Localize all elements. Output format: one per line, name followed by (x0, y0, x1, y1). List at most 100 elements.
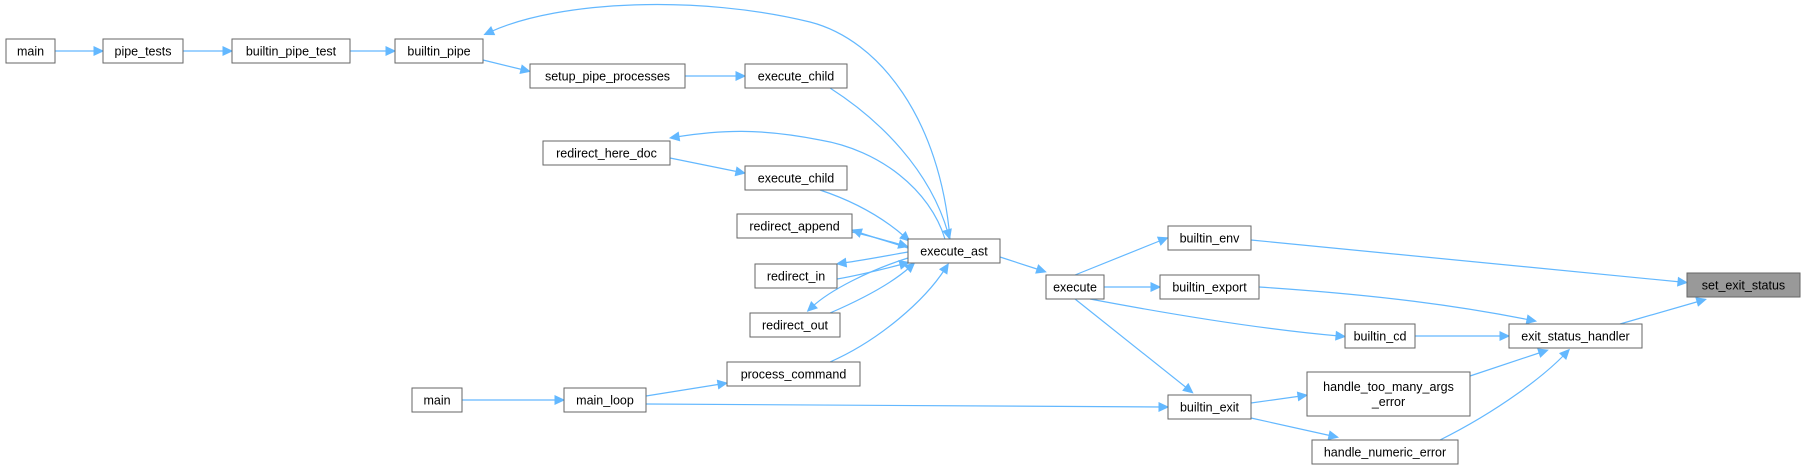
nodes-layer: main pipe_tests builtin_pipe_test builtin_p… (5, 38, 1801, 465)
node-label: builtin_pipe_test (246, 45, 337, 59)
edge-line (829, 87, 949, 234)
node-builtin-pipe[interactable]: builtin_pipe (394, 38, 484, 64)
edge-builtin_exit-to-handle_numeric_error (1250, 417, 1340, 441)
node-label: execute (1053, 281, 1097, 295)
edge-line (811, 257, 909, 308)
node-box (394, 38, 484, 64)
node-box (102, 38, 184, 64)
node-main-loop[interactable]: main_loop (563, 387, 647, 413)
node-process-command[interactable]: process_command (726, 361, 861, 387)
node-execute-ast[interactable]: execute_ast (907, 238, 1001, 264)
edges-layer (55, 3, 1707, 441)
edge-builtin_pipe-to-setup_pipe_processes (482, 59, 531, 75)
edge-line (829, 268, 946, 363)
edge-arrowhead (1327, 430, 1340, 441)
node-redirect-out[interactable]: redirect_out (749, 312, 841, 338)
edge-main_loop-to-process_command (645, 379, 729, 397)
node-box (749, 312, 841, 338)
node-redirect-append[interactable]: redirect_append (736, 213, 853, 239)
edge-line (669, 157, 740, 173)
edge-builtin_exit-to-handle_too_many_args_error (1250, 391, 1309, 404)
edge-line (819, 189, 906, 238)
node-box (754, 263, 838, 289)
node-box (411, 387, 463, 413)
node-box (1311, 439, 1459, 465)
edge-builtin_cd-to-exit_status_handler (1415, 331, 1511, 341)
node-main1[interactable]: main (5, 38, 56, 64)
node-setup-pipe-processes[interactable]: setup_pipe_processes (529, 63, 686, 89)
node-builtin-env[interactable]: builtin_env (1167, 225, 1252, 251)
edge-main1-to-pipe_tests (55, 46, 105, 56)
edge-arrowhead (1035, 264, 1047, 274)
node-label: builtin_cd (1354, 330, 1407, 344)
edge-line (1074, 239, 1163, 276)
edge-arrowhead (806, 300, 818, 312)
edge-arrowhead (519, 64, 531, 75)
edge-arrowhead (716, 379, 729, 390)
node-handle-too-many-args-error[interactable]: handle_too_many_args_error (1306, 371, 1471, 417)
node-label: redirect_here_doc (556, 147, 657, 161)
node-box (1344, 323, 1416, 349)
node-label: main (17, 45, 44, 59)
node-main2[interactable]: main (411, 387, 463, 413)
node-label: builtin_env (1180, 232, 1241, 246)
node-label: process_command (741, 368, 847, 382)
edge-line (489, 3, 951, 240)
edge-line (645, 403, 1163, 408)
node-execute[interactable]: execute (1045, 274, 1105, 300)
node-box (1167, 394, 1252, 420)
edge-line (645, 383, 722, 397)
node-box (736, 213, 853, 239)
edge-execute_ast-to-redirect_out (806, 257, 909, 312)
node-builtin-export[interactable]: builtin_export (1159, 274, 1260, 300)
edge-arrowhead (385, 46, 397, 56)
node-box (744, 165, 848, 191)
node-box (231, 38, 351, 64)
node-box (529, 63, 686, 89)
node-box (1508, 323, 1643, 349)
node-box (907, 238, 1001, 264)
node-label: execute_child (758, 70, 834, 84)
edge-arrowhead (93, 46, 105, 56)
node-builtin-pipe-test[interactable]: builtin_pipe_test (231, 38, 351, 64)
node-box (1167, 225, 1252, 251)
edge-arrowhead (222, 46, 234, 56)
node-execute-child2[interactable]: execute_child (744, 165, 848, 191)
node-label: exit_status_handler (1521, 330, 1629, 344)
edge-line (1250, 395, 1302, 404)
node-execute-child1[interactable]: execute_child (744, 63, 848, 89)
edge-line (1250, 239, 1682, 283)
node-label: builtin_pipe (407, 45, 470, 59)
edge-arrowhead (1499, 331, 1511, 341)
node-box (744, 63, 848, 89)
node-builtin-exit[interactable]: builtin_exit (1167, 394, 1252, 420)
node-label: handle_numeric_error (1324, 446, 1446, 460)
edge-execute-to-builtin_export (1104, 282, 1162, 292)
edge-arrowhead (668, 131, 681, 142)
edge-line (1469, 351, 1543, 377)
node-builtin-cd[interactable]: builtin_cd (1344, 323, 1416, 349)
node-box (542, 140, 671, 166)
edge-arrowhead (554, 395, 566, 405)
edge-pipe_tests-to-builtin_pipe_test (183, 46, 234, 56)
node-redirect-here-doc[interactable]: redirect_here_doc (542, 140, 671, 166)
node-label: set_exit_status (1702, 279, 1785, 293)
edge-arrowhead (735, 71, 747, 81)
node-label: setup_pipe_processes (545, 70, 670, 84)
node-label: redirect_in (767, 270, 825, 284)
edge-line (999, 256, 1041, 271)
node-box (1306, 371, 1471, 417)
node-pipe-tests[interactable]: pipe_tests (102, 38, 184, 64)
edge-line (829, 266, 911, 314)
node-redirect-in[interactable]: redirect_in (754, 263, 838, 289)
node-handle-numeric-error[interactable]: handle_numeric_error (1311, 439, 1459, 465)
edge-execute-to-builtin_env (1074, 236, 1169, 276)
node-set-exit-status[interactable]: set_exit_status (1686, 272, 1801, 298)
edge-arrowhead (1150, 282, 1162, 292)
edge-redirect_out-to-execute_ast (829, 262, 916, 314)
edge-line (1619, 300, 1701, 325)
node-exit-status-handler[interactable]: exit_status_handler (1508, 323, 1643, 349)
edge-setup_pipe_processes-to-execute_child1 (685, 71, 747, 81)
edge-arrowhead (938, 262, 949, 275)
